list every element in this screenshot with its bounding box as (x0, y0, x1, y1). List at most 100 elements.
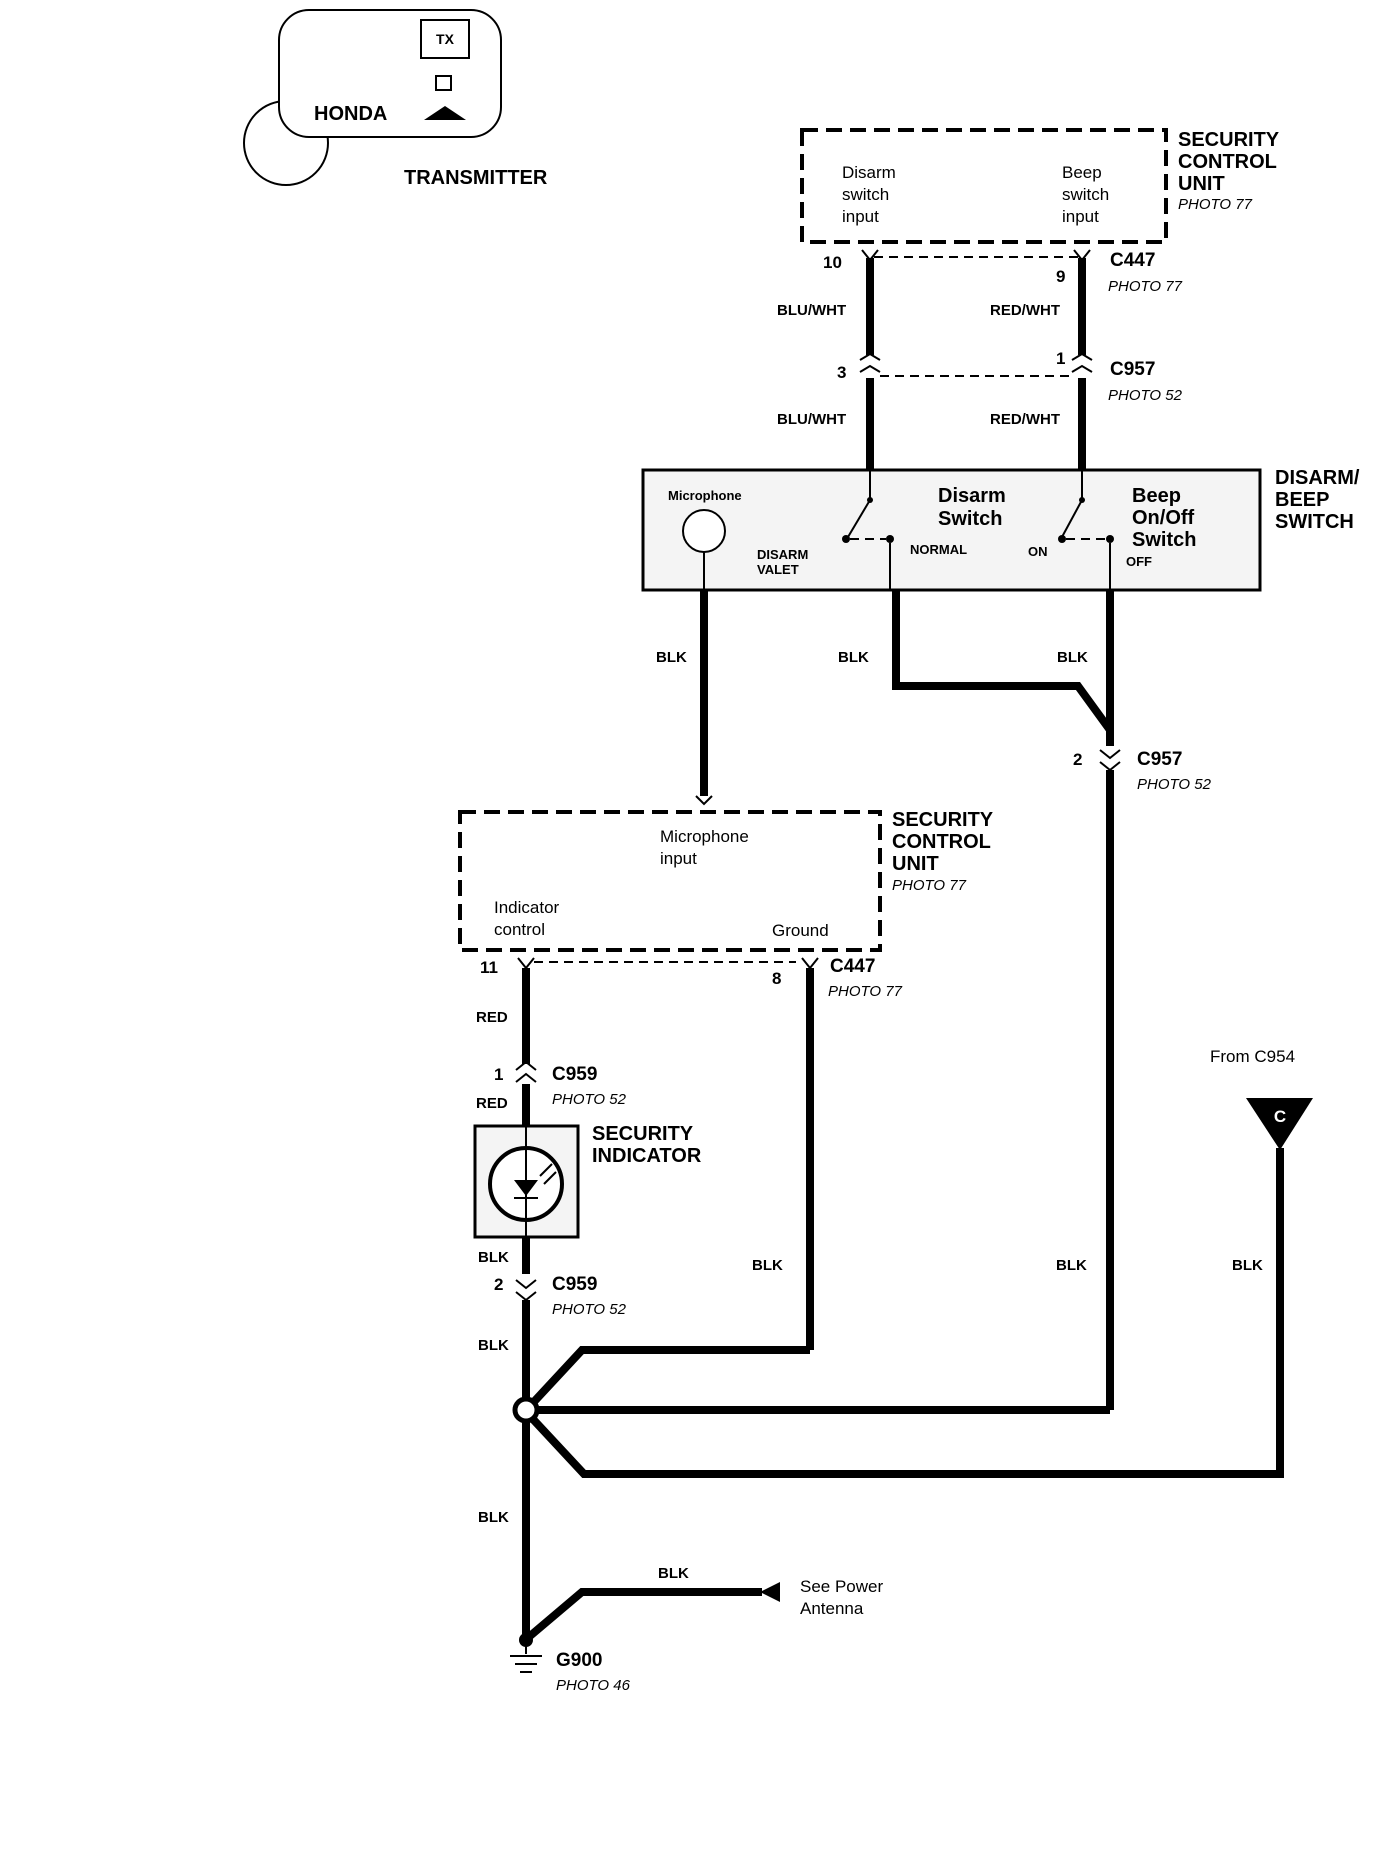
mic-input-l2: input (660, 849, 697, 868)
c957-mid-pin: 2 (1073, 750, 1082, 769)
transmitter-brand: HONDA (314, 103, 387, 125)
wire-blk-mic: BLK (656, 649, 687, 666)
c959-top-photo: PHOTO 52 (552, 1091, 627, 1108)
tx-button-label: TX (436, 31, 455, 47)
wire-red-1: RED (476, 1009, 508, 1026)
on-label: ON (1028, 544, 1048, 559)
c959-bot-name: C959 (552, 1274, 597, 1295)
splice-point (512, 1396, 540, 1424)
terminal-c954: From C954 C (1210, 1047, 1313, 1150)
disarm-input-l2: switch (842, 185, 889, 204)
wire-blu-wht-1: BLU/WHT (777, 302, 846, 319)
switch-title-3: SWITCH (1275, 511, 1354, 533)
power-antenna-branch: BLK See Power Antenna (527, 1565, 883, 1640)
see-power-antenna-l2: Antenna (800, 1599, 864, 1618)
security-control-unit-top: Disarm switch input Beep switch input SE… (800, 128, 1280, 244)
beep-input-l2: switch (1062, 185, 1109, 204)
microphone-label: Microphone (668, 488, 742, 503)
scu-top-title-1: SECURITY (1178, 129, 1280, 151)
antenna-arrow-icon (760, 1582, 780, 1602)
wire-blk-off: BLK (1057, 649, 1088, 666)
led-diode-icon (514, 1180, 538, 1196)
ground-g900: G900 PHOTO 46 (510, 1633, 631, 1694)
c447-mid-pin-left: 11 (480, 958, 498, 977)
triangle-button-icon (424, 106, 466, 120)
mic-input-l1: Microphone (660, 827, 749, 846)
beep-switch-l1: Beep (1132, 485, 1181, 507)
off-label: OFF (1126, 554, 1152, 569)
c447-top-name: C447 (1110, 250, 1155, 271)
security-indicator-l1: SECURITY (592, 1123, 694, 1145)
c447-top-pin-left: 10 (823, 253, 842, 272)
security-indicator-l2: INDICATOR (592, 1145, 702, 1167)
from-c954-label: From C954 (1210, 1047, 1295, 1066)
disarm-input-l1: Disarm (842, 163, 896, 182)
scu-top-photo: PHOTO 77 (1178, 196, 1253, 213)
scu-top-title-3: UNIT (1178, 173, 1225, 195)
scu-mid-photo: PHOTO 77 (892, 877, 967, 894)
terminal-c-icon (1246, 1098, 1313, 1150)
switch-box (641, 468, 1262, 592)
connector-c957-top: 3 1 C957 PHOTO 52 (837, 349, 1183, 404)
scu-top-title-2: CONTROL (1178, 151, 1277, 173)
c959-bot-photo: PHOTO 52 (552, 1301, 627, 1318)
c447-mid-name: C447 (830, 956, 875, 977)
transmitter: TX HONDA TRANSMITTER (243, 9, 548, 189)
wire-red-wht-1: RED/WHT (990, 302, 1060, 319)
disarm-valet-l2: VALET (757, 562, 799, 577)
normal-label: NORMAL (910, 542, 967, 557)
connector-c957-mid: 2 C957 PHOTO 52 (1073, 749, 1212, 793)
microphone-icon (682, 509, 726, 553)
terminal-c-label: C (1274, 1107, 1286, 1126)
connector-c447-top: 10 9 C447 PHOTO 77 (823, 249, 1183, 295)
tx-button (420, 19, 470, 59)
connector-c447-mid: 11 8 C447 PHOTO 77 (480, 956, 903, 1000)
wire-blu-wht-2: BLU/WHT (777, 411, 846, 428)
c447-mid-photo: PHOTO 77 (828, 983, 903, 1000)
wire-blk-g900: BLK (478, 1509, 509, 1526)
disarm-switch-l2: Switch (938, 508, 1002, 530)
indicator-control-l1: Indicator (494, 898, 560, 917)
c447-mid-pin-right: 8 (772, 969, 781, 988)
beep-switch-l2: On/Off (1132, 507, 1195, 529)
wire-blk-c954: BLK (1232, 1257, 1263, 1274)
beep-switch-l3: Switch (1132, 529, 1196, 551)
scu-mid-box (458, 810, 882, 952)
c957-mid-photo: PHOTO 52 (1137, 776, 1212, 793)
c447-top-pin-right: 9 (1056, 267, 1065, 286)
disarm-switch-l1: Disarm (938, 485, 1006, 507)
square-button-icon (435, 75, 452, 91)
switch-output-wires: BLK BLK BLK (656, 543, 1114, 806)
disarm-valet-l1: DISARM (757, 547, 808, 562)
scu-mid-title-3: UNIT (892, 853, 939, 875)
indicator-circuit: RED 1 C959 PHOTO 52 RED SECURITY INDICAT… (473, 968, 702, 1318)
c959-bot-pin: 2 (494, 1275, 503, 1294)
disarm-beep-switch: Microphone Disarm Switch Beep On/Off Swi… (641, 467, 1360, 592)
beep-input-l1: Beep (1062, 163, 1102, 182)
c959-top-name: C959 (552, 1064, 597, 1085)
upper-wires: BLU/WHT RED/WHT BLU/WHT RED/WHT (777, 258, 1086, 470)
scu-top-box (800, 128, 1168, 244)
c957-top-pin-left: 3 (837, 363, 846, 382)
wire-red-2: RED (476, 1095, 508, 1112)
ground-label: Ground (772, 921, 829, 940)
disarm-input-l3: input (842, 207, 879, 226)
c447-top-photo: PHOTO 77 (1108, 278, 1183, 295)
c957-top-name: C957 (1110, 359, 1155, 380)
g900-name: G900 (556, 1650, 602, 1671)
wire-blk-antenna: BLK (658, 1565, 689, 1582)
g900-photo: PHOTO 46 (556, 1677, 631, 1694)
indicator-control-l2: control (494, 920, 545, 939)
c959-top-pin: 1 (494, 1065, 503, 1084)
beep-input-l3: input (1062, 207, 1099, 226)
switch-title-2: BEEP (1275, 489, 1329, 511)
transmitter-label: TRANSMITTER (404, 167, 548, 189)
wire-blk-ind: BLK (478, 1249, 509, 1266)
c957-top-photo: PHOTO 52 (1108, 387, 1183, 404)
wire-blk-normal: BLK (838, 649, 869, 666)
scu-mid-title-2: CONTROL (892, 831, 991, 853)
scu-mid-title-1: SECURITY (892, 809, 994, 831)
wire-blk-ground: BLK (752, 1257, 783, 1274)
ground-wiring: BLK BLK BLK BLK BLK (478, 770, 1284, 1640)
